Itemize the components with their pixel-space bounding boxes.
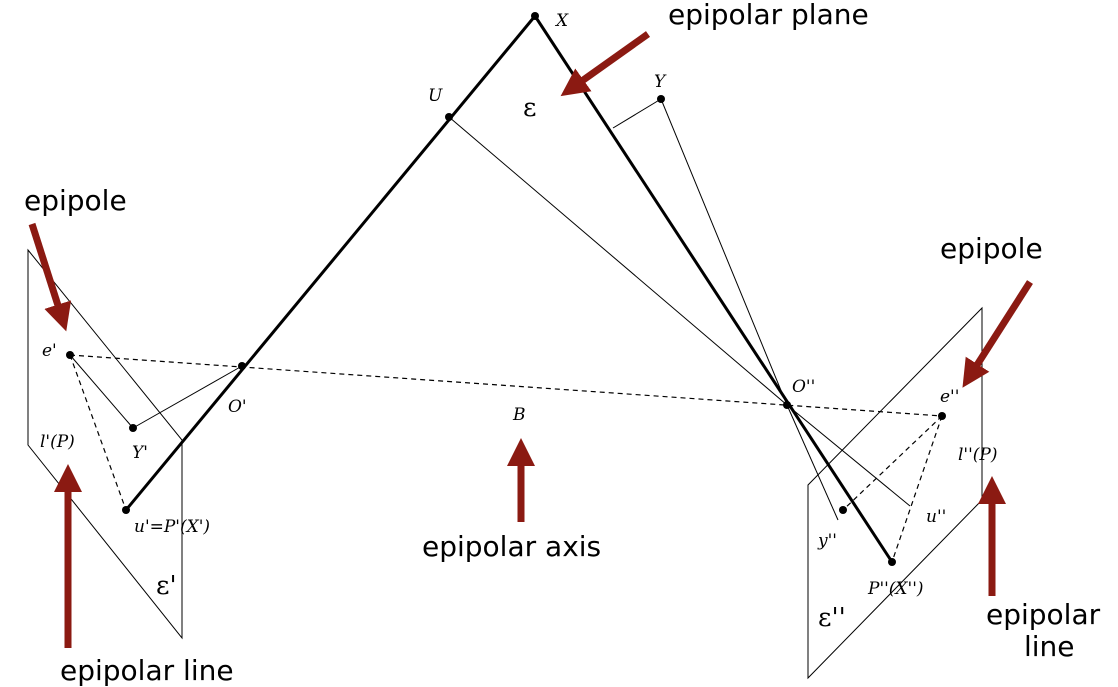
label-x: X xyxy=(554,11,569,31)
label-e-prime: e' xyxy=(42,341,57,361)
point-o-prime xyxy=(238,362,246,370)
label-e-dprime: e'' xyxy=(940,387,959,407)
line-o-dprime-to-u-dprime xyxy=(786,404,911,507)
line-e-prime-to-y-prime xyxy=(69,354,134,429)
point-u-prime xyxy=(122,506,130,514)
label-epsilon-prime: ε' xyxy=(156,571,177,601)
left-epipolar-line-dashed xyxy=(69,354,127,511)
ray-x-to-u-prime xyxy=(124,15,537,511)
label-y-dprime: y'' xyxy=(817,531,837,551)
label-epsilon: ε xyxy=(523,93,536,123)
callout-epipolar-line-right-1: epipolar xyxy=(986,598,1101,631)
label-l-prime: l'(P) xyxy=(40,432,75,452)
point-u xyxy=(445,113,453,121)
point-x xyxy=(531,12,539,20)
label-p-dprime: P''(X'') xyxy=(867,579,924,599)
label-o-prime: O' xyxy=(228,397,247,417)
point-y-prime xyxy=(129,424,137,432)
line-o-prime-to-y-prime xyxy=(132,365,243,429)
label-epsilon-dprime: ε'' xyxy=(818,603,846,633)
label-u-dprime: u'' xyxy=(926,507,946,527)
callout-epipolar-line-left: epipolar line xyxy=(60,654,234,687)
point-y-dprime xyxy=(839,506,847,514)
left-image-plane xyxy=(27,248,183,640)
right-epipolar-line-dashed-2 xyxy=(842,415,943,511)
label-o-dprime: O'' xyxy=(792,377,815,397)
ray-x-to-p-dprime xyxy=(533,15,894,563)
perpendicular-tick xyxy=(612,98,662,129)
right-epipolar-line-dashed-1 xyxy=(891,415,943,563)
label-y: Y xyxy=(654,72,667,92)
baseline-dashed xyxy=(69,354,943,417)
line-u-to-o-dprime xyxy=(448,116,788,406)
label-u: U xyxy=(428,86,443,106)
line-o-dprime-to-y-dprime xyxy=(786,404,839,521)
arrow-epipolar-plane xyxy=(560,31,651,97)
label-y-prime: Y' xyxy=(132,443,148,463)
callout-epipole-left: epipole xyxy=(24,184,127,217)
callout-epipole-right: epipole xyxy=(940,232,1043,265)
line-y-to-o-dprime xyxy=(660,98,788,406)
label-l-dprime: l''(P) xyxy=(958,445,998,465)
label-b: B xyxy=(512,405,526,425)
arrow-epipole-right xyxy=(962,280,1033,388)
label-u-prime: u'=P'(X') xyxy=(134,517,210,537)
callout-epipolar-axis: epipolar axis xyxy=(422,530,601,563)
callout-epipolar-plane: epipolar plane xyxy=(668,0,869,31)
arrow-epipole-left xyxy=(28,222,72,332)
point-p-dprime xyxy=(888,558,896,566)
point-y xyxy=(657,95,665,103)
point-e-prime xyxy=(66,351,74,359)
point-o-dprime xyxy=(783,401,791,409)
callout-epipolar-line-right-2: line xyxy=(1024,630,1075,663)
point-e-dprime xyxy=(938,412,946,420)
